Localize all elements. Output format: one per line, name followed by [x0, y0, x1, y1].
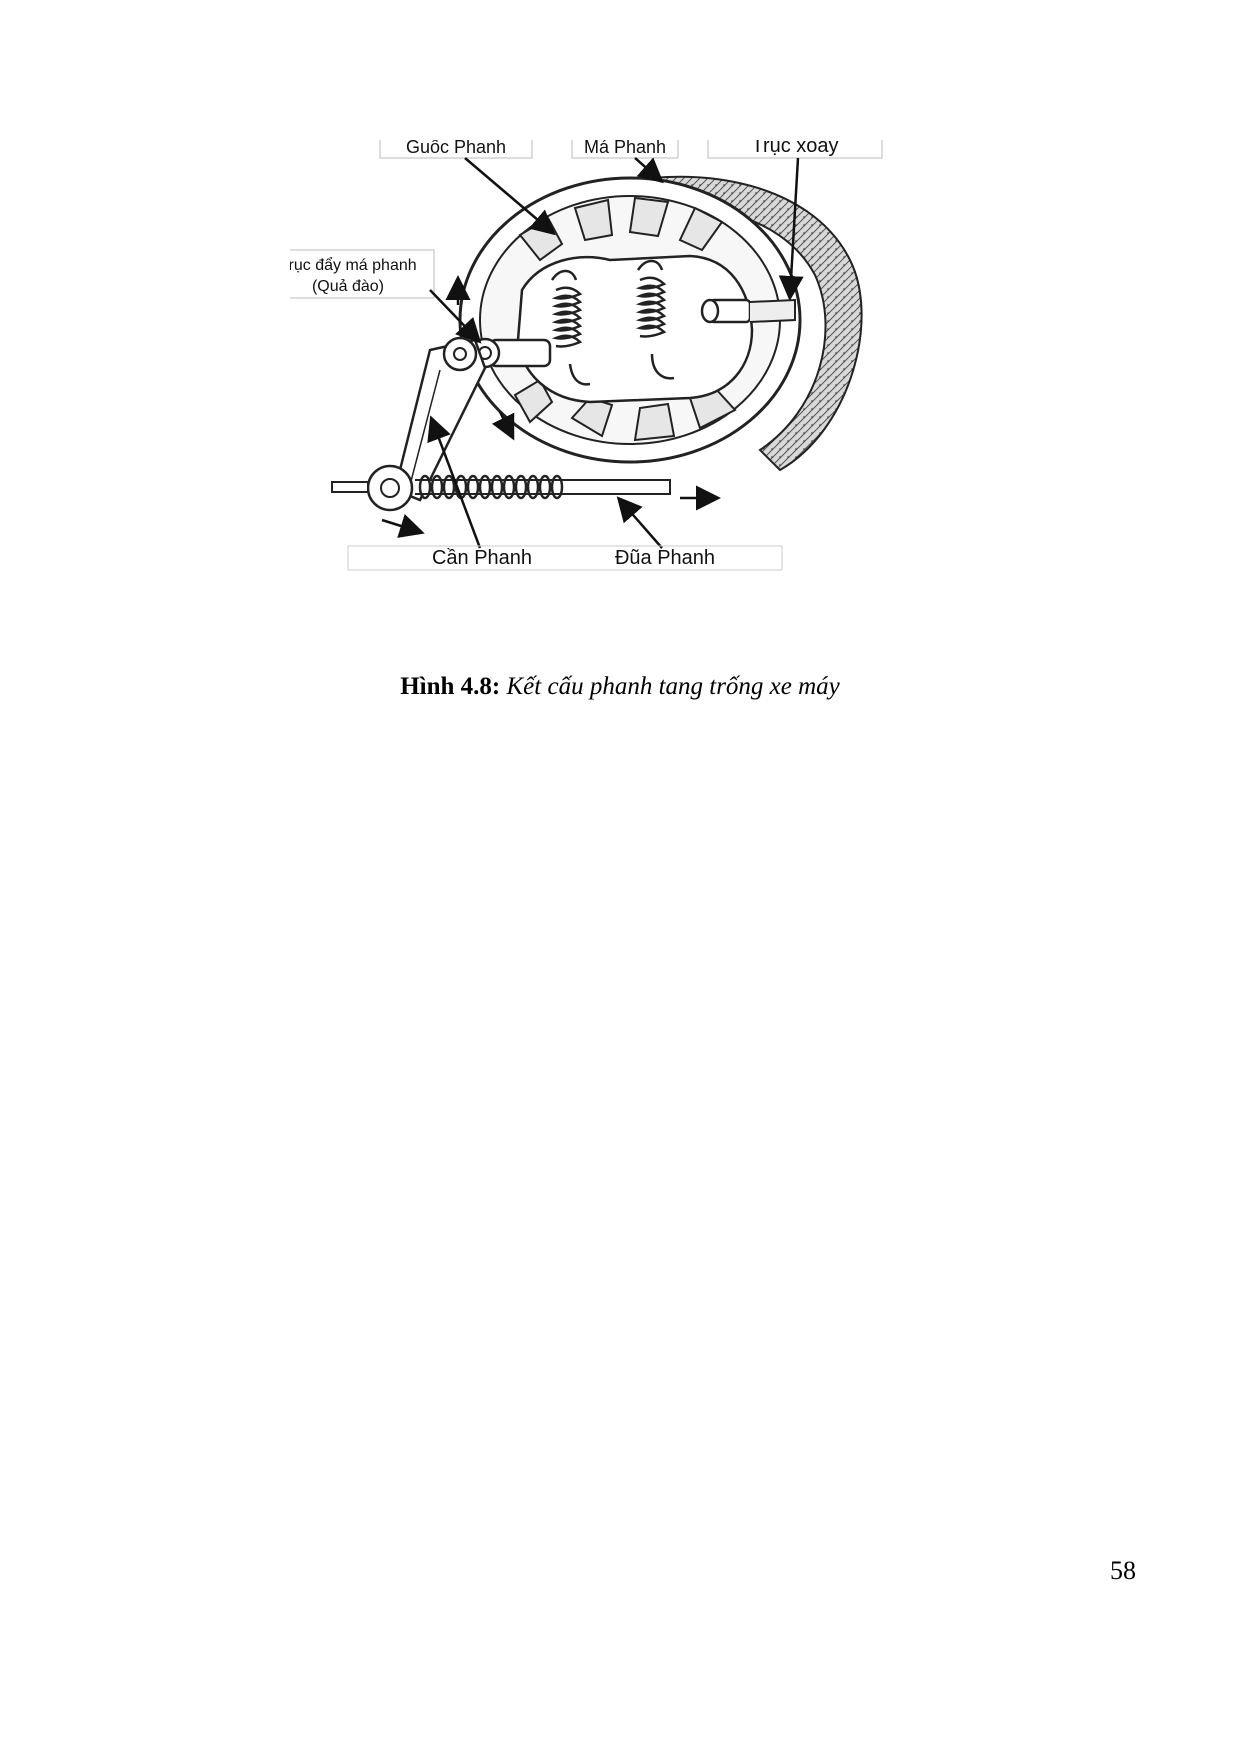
- page-number: 58: [1110, 1556, 1136, 1585]
- svg-text:Guốc Phanh: Guốc Phanh: [406, 140, 506, 157]
- return-springs: [550, 259, 675, 386]
- svg-text:Đũa Phanh: Đũa Phanh: [615, 547, 715, 569]
- motion-arrows: [381, 275, 721, 538]
- caption-label: Hình 4.8:: [400, 673, 501, 700]
- svg-text:Má Phanh: Má Phanh: [584, 140, 666, 157]
- svg-text:Cần Phanh: Cần Phanh: [432, 547, 532, 569]
- label-truc-day: Trục đẩy má phanh (Quả đào): [290, 249, 482, 344]
- svg-text:Trục đẩy má phanh: Trục đẩy má phanh: [290, 256, 417, 274]
- svg-text:Trục xoay: Trục xoay: [751, 140, 838, 157]
- label-dua-phanh: Đũa Phanh: [615, 496, 715, 569]
- label-can-phanh: Cần Phanh: [427, 415, 532, 569]
- figure-caption: Hình 4.8: Kết cấu phanh tang trống xe má…: [0, 672, 1240, 702]
- label-ma-phanh: Má Phanh: [571, 140, 679, 184]
- label-truc-xoay: Trục xoay: [707, 140, 883, 301]
- drum-brake-figure: Guốc Phanh Má Phanh Trục xoay Trục đẩy m…: [290, 140, 1010, 650]
- cam-shaft: [469, 337, 552, 369]
- svg-text:(Quả đào): (Quả đào): [312, 278, 384, 295]
- caption-text: Kết cấu phanh tang trống xe máy: [506, 673, 840, 700]
- label-guoc-phanh: Guốc Phanh: [379, 140, 556, 236]
- bottom-label-box: [347, 545, 783, 571]
- pivot-pin: [700, 298, 796, 324]
- brake-shoe: [458, 176, 802, 464]
- brake-rod: [331, 474, 671, 500]
- drum-brake-illustration: Guốc Phanh Má Phanh Trục xoay Trục đẩy m…: [290, 140, 883, 571]
